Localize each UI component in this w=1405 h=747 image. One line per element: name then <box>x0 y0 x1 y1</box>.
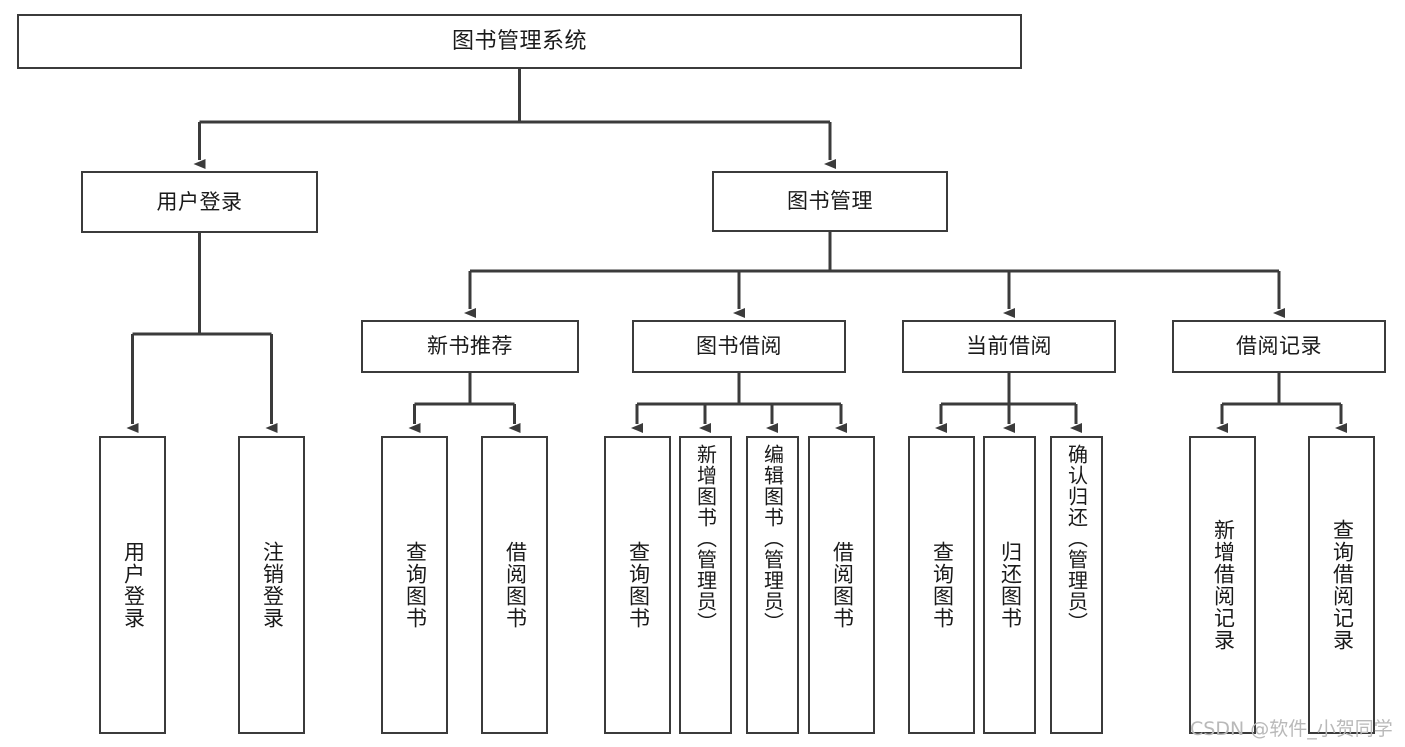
leaf-current-query-book[interactable]: 查询图书 <box>908 436 975 734</box>
node-label: 注销登录 <box>260 541 285 629</box>
leaf-borrow-add-book-admin[interactable]: 新增图书（管理员） <box>679 436 732 734</box>
node-label: 图书借阅 <box>696 334 782 359</box>
leaf-borrow-borrow-book[interactable]: 借阅图书 <box>808 436 875 734</box>
node-book-management[interactable]: 图书管理 <box>712 171 948 232</box>
node-label: 借阅图书 <box>830 541 855 629</box>
node-current-borrow[interactable]: 当前借阅 <box>902 320 1116 373</box>
watermark-text: CSDN @软件_小贺同学 <box>1190 718 1393 740</box>
leaf-borrow-query-book[interactable]: 查询图书 <box>604 436 671 734</box>
node-label: 图书管理 <box>787 189 873 214</box>
leaf-current-return-book[interactable]: 归还图书 <box>983 436 1036 734</box>
node-label: 新增借阅记录 <box>1211 519 1236 651</box>
leaf-user-login-login[interactable]: 用户登录 <box>99 436 166 734</box>
node-root-system[interactable]: 图书管理系统 <box>17 14 1022 69</box>
node-label: 借阅图书 <box>503 541 528 629</box>
leaf-borrow-edit-book-admin[interactable]: 编辑图书（管理员） <box>746 436 799 734</box>
node-label: 新书推荐 <box>427 334 513 359</box>
node-label: 查询借阅记录 <box>1330 519 1355 651</box>
node-label: 确认归还（管理员） <box>1064 444 1089 633</box>
csdn-watermark: CSDN @软件_小贺同学 <box>1190 714 1393 741</box>
node-new-book-recommend[interactable]: 新书推荐 <box>361 320 579 373</box>
leaf-record-add-record[interactable]: 新增借阅记录 <box>1189 436 1256 734</box>
node-label: 查询图书 <box>626 541 651 629</box>
node-borrow-record[interactable]: 借阅记录 <box>1172 320 1386 373</box>
node-label: 查询图书 <box>403 541 428 629</box>
node-label: 当前借阅 <box>966 334 1052 359</box>
leaf-user-login-logout[interactable]: 注销登录 <box>238 436 305 734</box>
node-label: 用户登录 <box>156 189 243 214</box>
node-book-borrow[interactable]: 图书借阅 <box>632 320 846 373</box>
node-label: 归还图书 <box>998 541 1023 629</box>
leaf-recommend-query-book[interactable]: 查询图书 <box>381 436 448 734</box>
leaf-current-confirm-return-admin[interactable]: 确认归还（管理员） <box>1050 436 1103 734</box>
leaf-recommend-borrow-book[interactable]: 借阅图书 <box>481 436 548 734</box>
leaf-record-query-record[interactable]: 查询借阅记录 <box>1308 436 1375 734</box>
node-label: 编辑图书（管理员） <box>760 444 785 633</box>
node-label: 借阅记录 <box>1236 334 1322 359</box>
node-label: 查询图书 <box>930 541 955 629</box>
node-label: 图书管理系统 <box>451 28 587 54</box>
node-user-login[interactable]: 用户登录 <box>81 171 318 233</box>
node-label: 用户登录 <box>121 541 146 629</box>
node-label: 新增图书（管理员） <box>693 444 718 633</box>
